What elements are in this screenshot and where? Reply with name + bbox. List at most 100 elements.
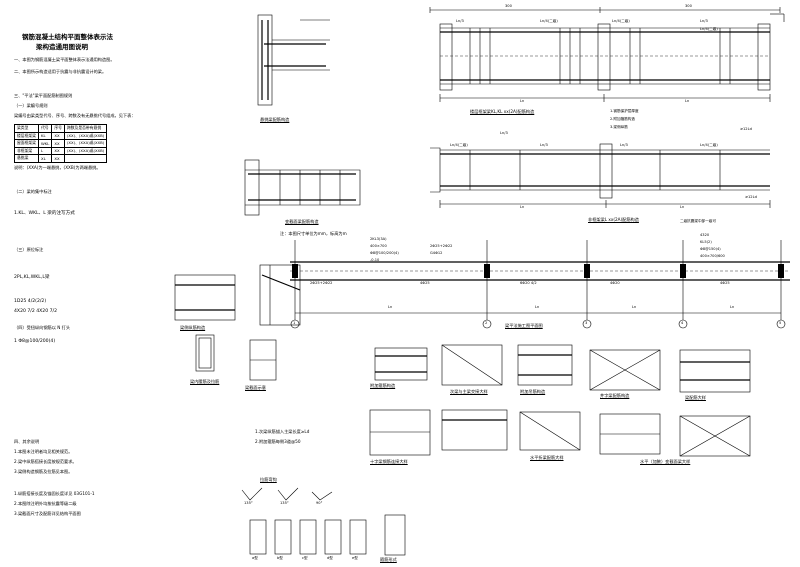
- span-label: Ln: [535, 305, 540, 309]
- stirrup-label: d型: [327, 556, 333, 560]
- note-line: 三、"平法"梁平面配筋制图规则: [14, 93, 73, 98]
- table-cell: XX: [51, 146, 65, 155]
- beam-label: Ln/3: [620, 143, 628, 147]
- mid-beam-caption: 非框架梁L xx(2A)配筋构造: [588, 217, 639, 222]
- table-cell: (XX)、(XXA)或(XXB): [63, 131, 108, 140]
- note-line: 梁编号由梁类型代号、序号、跨数及有无悬挑代号组成，见下表：: [14, 113, 136, 118]
- table-cell: 非框架梁: [14, 146, 39, 155]
- plan-annotation: 400×700: [370, 244, 387, 248]
- stirrup-forms: [241, 487, 406, 556]
- plan-annotation: G4Φ12: [430, 251, 443, 255]
- note-line: 1.本图未注明者均见相关规范。: [14, 449, 73, 454]
- notes-subtitle: 梁构造通用图说明: [36, 43, 88, 51]
- stirrup-label: b型: [277, 556, 283, 560]
- hook-label: 135°: [280, 501, 289, 505]
- note-line: 四、其余说明: [14, 439, 40, 444]
- detail-caption: 附加箍筋构造: [370, 383, 396, 388]
- detail-caption: 变截面梁配筋构造: [285, 219, 319, 224]
- lower-detail-drawings: [369, 344, 751, 457]
- seg-label: 6Φ20 4/2: [520, 281, 537, 285]
- table-row: 非框架梁 L XX (XX)、(XXA)或(XXB): [14, 146, 108, 155]
- table-row: 屋面框架梁 WKL XX (XX)、(XXA)或(XXB): [14, 139, 108, 148]
- formula: 2PL,KL,WKL,L梁: [14, 275, 50, 280]
- footnote: 1.纵筋搭接长度及锚固长度详见 03G101-1: [14, 491, 95, 496]
- detail-caption: 悬挑梁配筋构造: [260, 117, 290, 122]
- mid-beam-elevation: [430, 143, 771, 208]
- detail-caption: 十字梁钢筋连接大样: [370, 459, 408, 464]
- beam-label: Ln/3: [500, 131, 508, 135]
- dim-label: 300: [505, 4, 512, 8]
- detail-caption: 附加吊筋构造: [520, 389, 546, 394]
- top-beam-elevation: [429, 7, 785, 102]
- beam-label: Ln/4(二级): [540, 19, 558, 23]
- formula: 1D25 4/2(2/2): [14, 299, 47, 304]
- column-beam-detail: [257, 14, 330, 106]
- table-header: 代号: [37, 124, 53, 133]
- dim-label: 300: [685, 4, 692, 8]
- table-cell: [63, 154, 108, 163]
- axis-label: 2: [485, 321, 488, 325]
- seg-label: 4Φ20: [610, 281, 620, 285]
- span-label: Ln: [632, 305, 637, 309]
- table-cell: XL: [37, 154, 53, 163]
- lower-note: 1.次梁纵筋锚入主梁长度≥Ld: [255, 429, 310, 434]
- table-cell: 楼层框架梁: [14, 131, 39, 140]
- note-line: 2.梁中纵筋搭接长度按规范要求。: [14, 459, 77, 464]
- table-header: 序号: [51, 124, 65, 133]
- span-label: Ln: [680, 205, 685, 209]
- detail-caption: 水平（加腋）变截面梁大样: [640, 459, 691, 464]
- note-right: 2.附加箍筋构造: [610, 117, 635, 121]
- notes-title: 钢筋混凝土结构平面整体表示法: [22, 33, 113, 41]
- section-details: [195, 334, 277, 381]
- detail-caption: 梁内腰筋及拉筋: [190, 379, 220, 384]
- joint-detail-left: [174, 264, 301, 326]
- plan-annotation-right: 400×700/600: [700, 254, 725, 258]
- beam-label: Ln/4(二级): [450, 143, 468, 147]
- span-label: Ln: [685, 99, 690, 103]
- note-line: 1.KL、WKL、L 梁的注写方式: [14, 211, 75, 216]
- span-label: Ln: [520, 99, 525, 103]
- stirrup-label: c型: [302, 556, 308, 560]
- plan-caption: 梁平法施工图平面图: [505, 323, 543, 328]
- span-label: Ln: [730, 305, 735, 309]
- beam-label: Ln/3: [540, 143, 548, 147]
- axis-label: 5: [779, 321, 782, 325]
- table-cell: WKL: [37, 139, 53, 148]
- stirrup-label: e型: [352, 556, 358, 560]
- plan-annotation: 2KL3(3A): [370, 237, 387, 241]
- lower-note: 2.附加箍筋每侧3道@50: [255, 439, 301, 444]
- seg-label: 4Φ25: [720, 281, 730, 285]
- axis-label: 1: [293, 321, 296, 325]
- plan-annotation-right: 4320: [700, 233, 710, 237]
- seg-label: 2Φ25+2Φ22: [310, 281, 333, 285]
- beam-plan-view: [290, 240, 790, 329]
- note-right: 二级抗震梁中部一级可: [680, 219, 716, 223]
- formula: 4X20 7/2 4X20 7/2: [14, 309, 57, 314]
- hook-label: 90°: [316, 501, 323, 505]
- note-line: （四）受扭纵向钢筋以 N 打头: [14, 325, 71, 330]
- detail-caption: 井字梁配筋构造: [600, 393, 630, 398]
- beam-label: Ln/3: [456, 19, 464, 23]
- footnote: 3.梁截面尺寸及配筋详见结构平面图: [14, 511, 81, 516]
- plan-annotation-right: KL5(2): [700, 240, 712, 244]
- note-line: （三）原位标注: [14, 247, 44, 252]
- axis-label: 3: [585, 321, 588, 325]
- span-label: Ln: [520, 205, 525, 209]
- detail-caption: 箍筋形式: [380, 557, 397, 562]
- note-line: 说明：(XXA)为一端悬挑，(XXB)为两端悬挑。: [14, 165, 101, 170]
- note-line: （一）梁编号规则: [14, 103, 48, 108]
- plan-annotation-right: Φ8@150(4): [700, 247, 721, 251]
- dim-label: ≥12Ld: [745, 195, 757, 199]
- beam-code-table: 梁类型 代号 序号 跨数及是否带有悬挑 楼层框架梁 KL XX (XX)、(XX…: [14, 124, 108, 163]
- table-cell: KL: [37, 131, 53, 140]
- plan-annotation: 2Φ25+2Φ22: [430, 244, 453, 248]
- note-right: 1.钢筋保护层厚度: [610, 109, 639, 113]
- span-label: Ln: [388, 305, 393, 309]
- detail-caption: 拉筋弯钩: [260, 477, 277, 482]
- table-cell: 屋面框架梁: [14, 139, 39, 148]
- cantilever-detail: [244, 159, 361, 216]
- beam-label: Ln/4(二级): [612, 19, 630, 23]
- top-beam-caption: 楼层框架梁KL,KL xx(2A)配筋构造: [470, 109, 535, 114]
- table-header-row: 梁类型 代号 序号 跨数及是否带有悬挑: [14, 124, 108, 133]
- detail-caption: 次梁与主梁交接大样: [450, 389, 488, 394]
